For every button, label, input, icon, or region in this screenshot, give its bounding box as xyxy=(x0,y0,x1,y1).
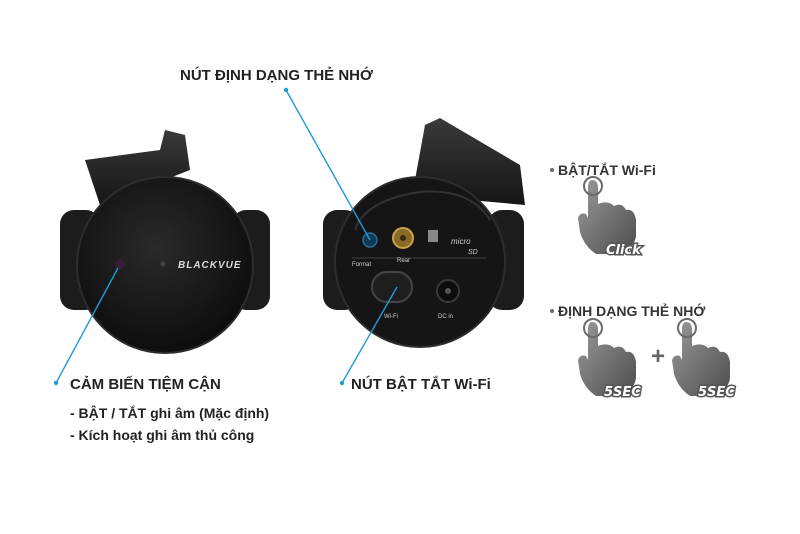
hand-5sec-icon-right xyxy=(672,318,730,396)
rear-camera: Format Rear micro SD Wi-Fi DC in xyxy=(323,118,525,348)
bullet-format xyxy=(550,309,554,313)
sd-card-icon xyxy=(428,230,438,242)
plus-sign: + xyxy=(651,343,665,370)
micro-label: micro xyxy=(451,237,471,246)
5sec-badge-left: 5SEC xyxy=(604,385,641,400)
rear-label: Rear xyxy=(397,258,410,264)
camera-led-icon xyxy=(160,261,166,267)
format-card-title: ĐỊNH DẠNG THẺ NHỚ xyxy=(558,303,706,319)
hand-click-icon xyxy=(578,176,636,254)
5sec-badge-right: 5SEC xyxy=(698,385,735,400)
proximity-sensor-icon xyxy=(115,259,125,269)
callout-lines xyxy=(55,89,398,384)
format-button-callout: NÚT ĐỊNH DẠNG THẺ NHỚ xyxy=(180,67,373,84)
sensor-item-1: - BẬT / TẮT ghi âm (Mặc định) xyxy=(70,405,270,421)
wifi-callout-line xyxy=(341,286,398,384)
wifi-button-icon xyxy=(371,271,413,303)
click-badge: Click xyxy=(606,243,642,258)
wifi-label: Wi-Fi xyxy=(384,314,398,320)
wifi-toggle-title: BẬT/TẮT Wi-Fi xyxy=(558,162,656,178)
proximity-sensor-callout: CẢM BIẾN TIỆM CẬN xyxy=(70,376,221,393)
rear-camera-body xyxy=(334,176,506,348)
sensor-item-2: - Kích hoạt ghi âm thủ công xyxy=(70,427,255,443)
sd-label: SD xyxy=(468,249,478,256)
wifi-button-callout: NÚT BẬT TẮT Wi-Fi xyxy=(351,376,491,393)
format-callout-line xyxy=(285,89,371,241)
sensor-callout-line xyxy=(55,267,119,384)
hand-5sec-icon-left xyxy=(578,318,636,396)
dc-in-label: DC in xyxy=(438,314,453,320)
format-label: Format xyxy=(352,262,371,268)
bullet-wifi xyxy=(550,168,554,172)
front-camera: BLACKVUE xyxy=(60,130,270,354)
brand-logo: BLACKVUE xyxy=(178,260,242,271)
front-camera-mount xyxy=(85,130,190,205)
